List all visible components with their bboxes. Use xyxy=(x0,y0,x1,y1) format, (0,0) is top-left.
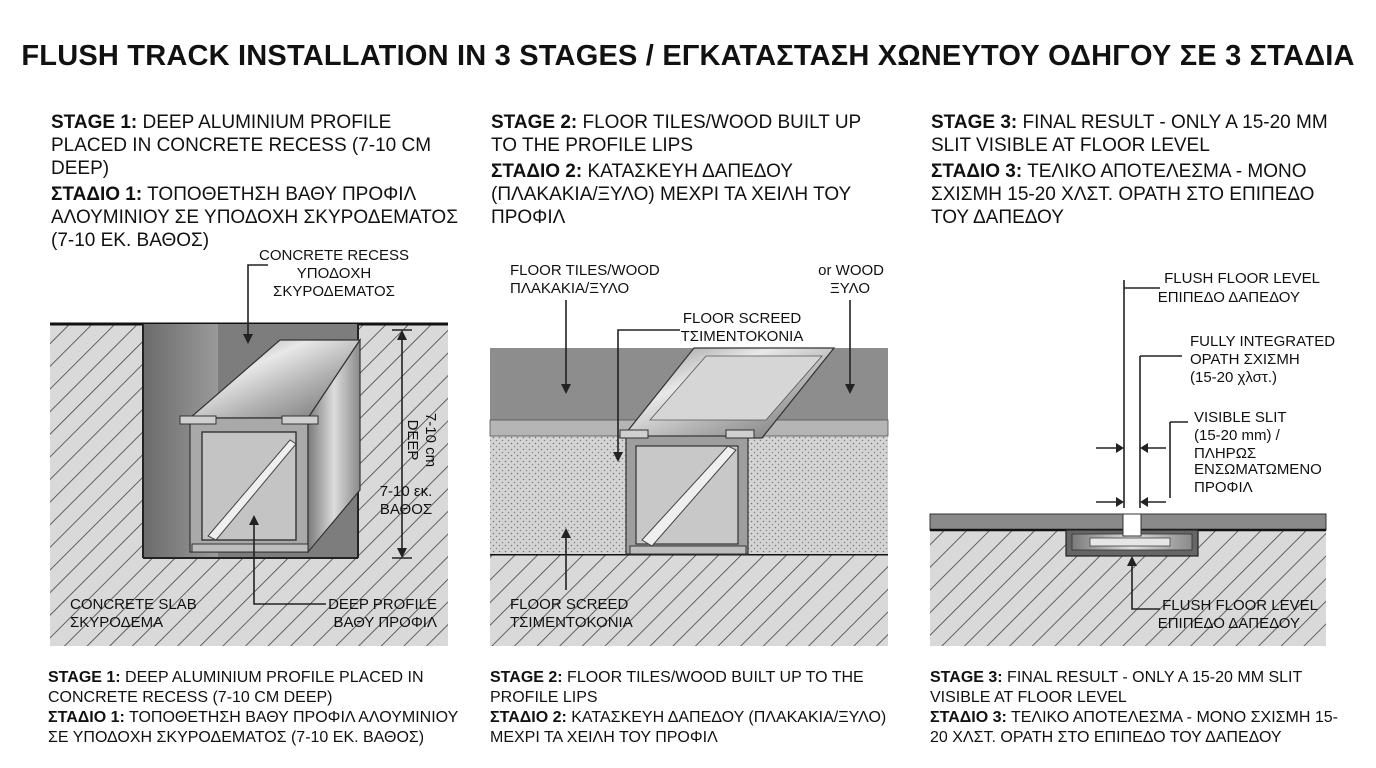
svg-text:DEEP: DEEP xyxy=(404,420,421,461)
stage-3-header-gr: ΣΤΑΔΙΟ 3: ΤΕΛΙΚΟ ΑΠΟΤΕΛΕΣΜΑ - ΜΟΝΟ ΣΧΙΣΜ… xyxy=(931,161,1315,228)
stage-3-header: STAGE 3: FINAL RESULT - ONLY A 15-20 MM … xyxy=(931,111,1331,229)
fully-integrated-label-2: ΟΡΑΤΗ ΣΧΙΣΜΗ xyxy=(1190,351,1300,368)
stage-1-caption-en: STAGE 1: DEEP ALUMINIUM PROFILE PLACED I… xyxy=(48,669,424,706)
deep-profile-label-1: DEEP PROFILE xyxy=(328,596,437,613)
visible-slit-label-3: ΠΛΗΡΩΣ xyxy=(1194,445,1256,462)
stage-1-header-en: STAGE 1: DEEP ALUMINIUM PROFILE PLACED I… xyxy=(51,112,432,179)
flush-floor-top-label-1: FLUSH FLOOR LEVEL xyxy=(1164,270,1320,287)
stage-2-header-gr: ΣΤΑΔΙΟ 2: ΚΑΤΑΣΚΕΥΗ ΔΑΠΕΔΟΥ (ΠΛΑΚΑΚΙΑ/ΞΥ… xyxy=(491,161,851,228)
visible-slit-label-4: ΕΝΣΩΜΑΤΩΜΕΝΟ xyxy=(1194,461,1322,478)
visible-slit-label-1: VISIBLE SLIT xyxy=(1194,409,1287,426)
stage-2-diagram: FLOOR TILES/WOOD ΠΛΑΚΑΚΙΑ/ΞΥΛΟ or WOOD Ξ… xyxy=(489,262,889,646)
concrete-recess-label-2: ΥΠΟΔΟΧΗ xyxy=(297,265,371,282)
fully-integrated-label-1: FULLY INTEGRATED xyxy=(1190,333,1335,350)
floor-screed-bottom-label-1: FLOOR SCREED xyxy=(510,596,629,613)
concrete-slab-label-2: ΣΚΥΡΟΔΕΜΑ xyxy=(70,614,163,631)
stage-1-header: STAGE 1: DEEP ALUMINIUM PROFILE PLACED I… xyxy=(51,111,471,252)
flush-floor-top-label-2: ΕΠΙΠΕΔΟ ΔΑΠΕΔΟΥ xyxy=(1158,289,1300,306)
depth-label-en: 7-10 cm DEEP xyxy=(404,413,439,467)
stage-3-diagram: FLUSH FLOOR LEVEL ΕΠΙΠΕΔΟ ΔΑΠΕΔΟΥ FULLY … xyxy=(929,270,1335,646)
stage-1-caption: STAGE 1: DEEP ALUMINIUM PROFILE PLACED I… xyxy=(48,668,468,748)
floor-tiles-label-2: ΠΛΑΚΑΚΙΑ/ΞΥΛΟ xyxy=(510,280,629,297)
deep-profile-label-2: ΒΑΘΥ ΠΡΟΦΙΛ xyxy=(334,614,437,631)
stage-2-caption-en: STAGE 2: FLOOR TILES/WOOD BUILT UP TO TH… xyxy=(490,669,864,706)
stage-3-header-en: STAGE 3: FINAL RESULT - ONLY A 15-20 MM … xyxy=(931,112,1328,156)
flush-floor-bottom-label-2: ΕΠΙΠΕΔΟ ΔΑΠΕΔΟΥ xyxy=(1158,615,1300,632)
visible-slit-label-2: (15-20 mm) / xyxy=(1194,427,1281,444)
floor-screed-top-label-1: FLOOR SCREED xyxy=(683,310,802,327)
floor-tiles-label-1: FLOOR TILES/WOOD xyxy=(510,262,660,279)
concrete-slab-label-1: CONCRETE SLAB xyxy=(70,596,197,613)
concrete-recess-label-3: ΣΚΥΡΟΔΕΜΑΤΟΣ xyxy=(273,283,395,300)
or-wood-label-2: ΞΥΛΟ xyxy=(830,280,870,297)
stage-1-header-gr: ΣΤΑΔΙΟ 1: ΤΟΠΟΘΕΤΗΣΗ ΒΑΘΥ ΠΡΟΦΙΛ ΑΛΟΥΜΙΝ… xyxy=(51,184,458,251)
visible-slit-label-5: ΠΡΟΦΙΛ xyxy=(1194,479,1253,496)
depth-label-gr-2: ΒΑΘΟΣ xyxy=(380,501,432,518)
stage-2-caption: STAGE 2: FLOOR TILES/WOOD BUILT UP TO TH… xyxy=(490,668,900,748)
flush-floor-bottom-label-1: FLUSH FLOOR LEVEL xyxy=(1162,597,1318,614)
concrete-base xyxy=(490,554,888,646)
or-wood-label-1: or WOOD xyxy=(818,262,884,279)
deep-profile xyxy=(619,429,755,555)
stage-3-caption: STAGE 3: FINAL RESULT - ONLY A 15-20 MM … xyxy=(930,668,1340,748)
svg-text:7-10 cm: 7-10 cm xyxy=(422,413,439,467)
visible-slit xyxy=(1122,513,1142,537)
depth-label-gr-1: 7-10 εκ. xyxy=(380,483,433,500)
deep-profile xyxy=(179,338,362,554)
concrete-recess-label-1: CONCRETE RECESS xyxy=(259,247,409,264)
stage-2-caption-gr: ΣΤΑΔΙΟ 2: ΚΑΤΑΣΚΕΥΗ ΔΑΠΕΔΟΥ (ΠΛΑΚΑΚΙΑ/ΞΥ… xyxy=(490,709,887,746)
stage-2-header: STAGE 2: FLOOR TILES/WOOD BUILT UP TO TH… xyxy=(491,111,891,229)
stage-3-caption-gr: ΣΤΑΔΙΟ 3: ΤΕΛΙΚΟ ΑΠΟΤΕΛΕΣΜΑ - ΜΟΝΟ ΣΧΙΣΜ… xyxy=(930,709,1339,746)
fully-integrated-label-3: (15-20 χλστ.) xyxy=(1190,369,1277,386)
stage-3-caption-en: STAGE 3: FINAL RESULT - ONLY A 15-20 MM … xyxy=(930,669,1302,706)
stage-1-caption-gr: ΣΤΑΔΙΟ 1: ΤΟΠΟΘΕΤΗΣΗ ΒΑΘΥ ΠΡΟΦΙΛ ΑΛΟΥΜΙΝ… xyxy=(48,709,458,746)
stage-1-diagram: CONCRETE RECESS ΥΠΟΔΟΧΗ ΣΚΥΡΟΔΕΜΑΤΟΣ 7-1… xyxy=(50,247,448,646)
floor-screed-bottom-label-2: ΤΣΙΜΕΝΤΟΚΟΝΙΑ xyxy=(510,614,633,631)
stage-2-header-en: STAGE 2: FLOOR TILES/WOOD BUILT UP TO TH… xyxy=(491,112,861,156)
diagram-title: FLUSH TRACK INSTALLATION IN 3 STAGES / Ε… xyxy=(21,40,1355,72)
floor-screed-top-label-2: ΤΣΙΜΕΝΤΟΚΟΝΙΑ xyxy=(681,328,804,345)
